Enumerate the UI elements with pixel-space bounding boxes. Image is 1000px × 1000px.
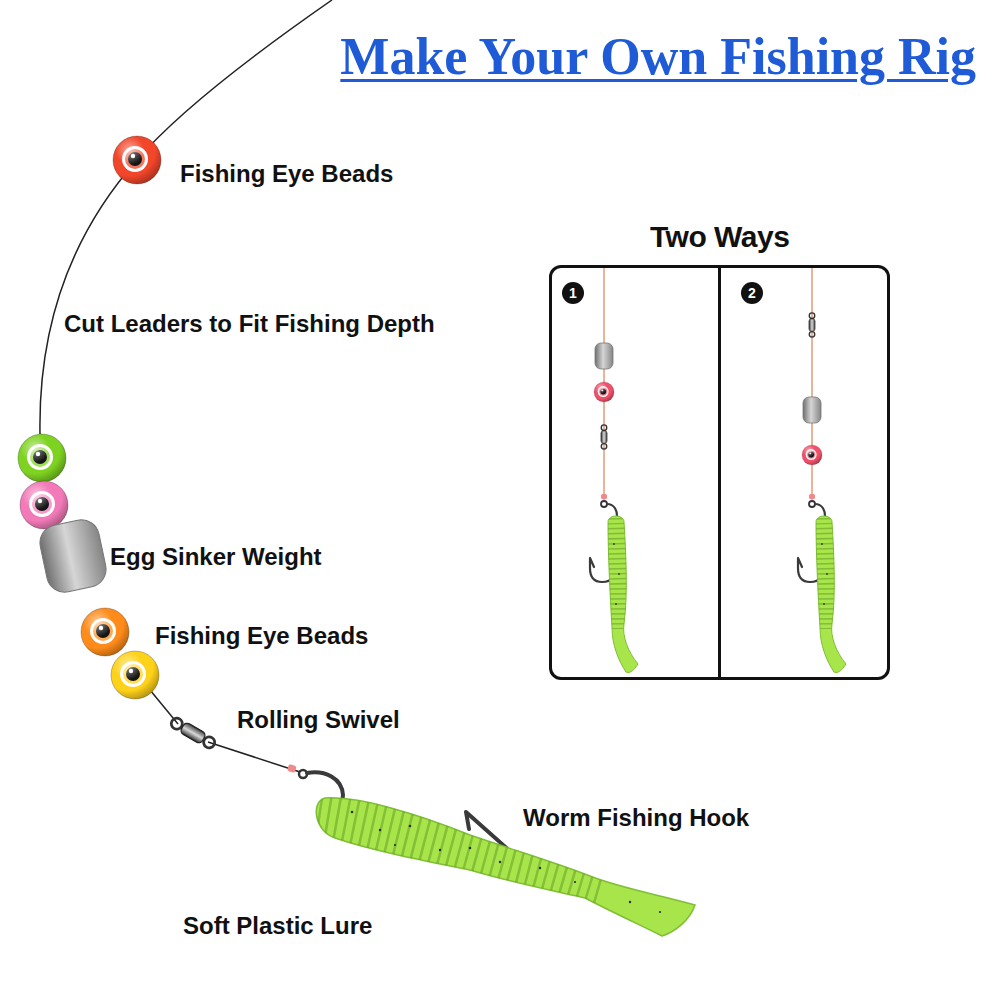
fishing-line: [208, 742, 300, 772]
fishing-line: [40, 0, 332, 434]
egg-sinker: [595, 343, 613, 369]
eye-bead: [594, 382, 614, 402]
part-label: Soft Plastic Lure: [183, 912, 372, 941]
eye-bead: [20, 481, 68, 529]
eye-bead: [113, 136, 161, 184]
method-column: 2: [718, 268, 887, 677]
hooked-worm: [798, 501, 846, 673]
stopper-bead: [601, 494, 607, 499]
page-title: Make Your Own Fishing Rig: [340, 26, 976, 88]
egg-sinker: [803, 397, 821, 423]
part-label: Worm Fishing Hook: [523, 804, 749, 833]
part-label: Rolling Swivel: [237, 706, 400, 735]
eye-bead: [111, 651, 159, 699]
callout-number: 1: [562, 282, 584, 304]
egg-sinker: [37, 517, 110, 596]
part-label: Fishing Eye Beads: [180, 160, 393, 189]
callout-number: 2: [741, 282, 763, 304]
part-label: Egg Sinker Weight: [110, 543, 322, 572]
part-label: Fishing Eye Beads: [155, 622, 368, 651]
stopper-bead: [287, 764, 297, 773]
stopper-bead: [809, 494, 815, 499]
eye-bead: [81, 608, 129, 656]
rolling-swivel: [169, 716, 217, 751]
eye-bead: [18, 434, 66, 482]
rolling-swivel: [809, 313, 815, 337]
hooked-worm: [590, 501, 638, 673]
panel-heading: Two Ways: [650, 220, 789, 255]
part-label: Cut Leaders to Fit Fishing Depth: [64, 310, 435, 339]
rolling-swivel: [601, 425, 607, 449]
method-column: 1: [552, 268, 718, 677]
method-panel: 12Two Ways: [549, 265, 890, 680]
eye-bead: [802, 445, 822, 465]
